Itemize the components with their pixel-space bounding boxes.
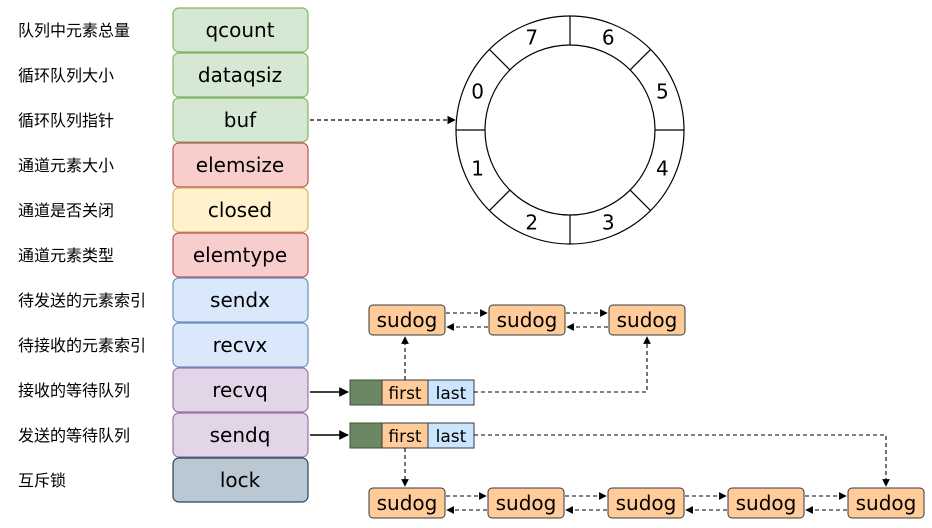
field-label-recvx: 待接收的元素索引 (18, 336, 146, 355)
field-box-dataqsiz (172, 52, 309, 98)
send-sudog-list: sudog sudog sudog sudog sudog (368, 434, 925, 519)
field-box-elemsize (172, 142, 309, 188)
field-row-sendq: 发送的等待队列 sendq (18, 412, 309, 458)
field-label-dataqsiz: 循环队列大小 (18, 66, 114, 85)
field-label-sendq: 发送的等待队列 (18, 426, 130, 445)
field-label-recvq: 接收的等待队列 (18, 381, 130, 400)
field-name-sendx: sendx (210, 288, 270, 312)
field-label-lock: 互斥锁 (18, 471, 66, 490)
field-name-elemsize: elemsize (196, 153, 284, 177)
ring-divider-5 (488, 189, 511, 212)
recvq-wait-queue: first last (310, 379, 475, 406)
svg-text:sudog: sudog (616, 491, 677, 515)
field-name-qcount: qcount (205, 18, 274, 42)
field-row-elemsize: 通道元素大小 elemsize (18, 142, 309, 188)
svg-text:sudog: sudog (617, 308, 678, 332)
struct-fields: 队列中元素总量 qcount 循环队列大小 dataqsiz 循环队列指针 buf 通道元素… (18, 7, 309, 503)
recvq-head-cell (349, 379, 383, 406)
recv-sudog-list: sudog sudog sudog (368, 304, 686, 393)
sendq-first-label: first (388, 427, 422, 447)
ring-segment-label-1: 1 (471, 156, 484, 180)
svg-text:sudog: sudog (496, 491, 557, 515)
svg-text:sudog: sudog (856, 491, 917, 515)
field-label-elemsize: 通道元素大小 (18, 156, 114, 175)
field-name-recvq: recvq (212, 378, 268, 402)
field-box-sendq (172, 412, 309, 458)
field-box-recvq (172, 367, 309, 413)
recvq-last-pointer (474, 336, 651, 393)
ring-segment-label-4: 4 (656, 156, 669, 180)
svg-text:sudog: sudog (736, 491, 797, 515)
sendq-head-cell (349, 422, 383, 449)
recvq-first-cell (381, 379, 429, 406)
recvq-last-label: last (436, 384, 467, 404)
ring-segment-label-5: 5 (656, 80, 669, 104)
send-sudog-2: sudog (487, 487, 565, 519)
send-sudog-1: sudog (368, 487, 446, 519)
field-row-closed: 通道是否关闭 closed (18, 187, 309, 233)
field-box-sendx (172, 277, 309, 323)
field-label-sendx: 待发送的元素索引 (18, 291, 146, 310)
field-name-elemtype: elemtype (193, 243, 287, 267)
ring-segment-label-2: 2 (525, 210, 538, 234)
field-row-qcount: 队列中元素总量 qcount (18, 7, 309, 53)
sendq-last-cell (427, 422, 475, 449)
sendq-last-label: last (436, 427, 467, 447)
svg-text:sudog: sudog (377, 491, 438, 515)
sendq-last-pointer (474, 434, 890, 487)
send-sudog-5: sudog (847, 487, 925, 519)
field-row-sendx: 待发送的元素索引 sendx (18, 277, 309, 323)
field-row-recvx: 待接收的元素索引 recvx (18, 322, 309, 368)
field-row-recvq: 接收的等待队列 recvq (18, 367, 309, 413)
field-name-recvx: recvx (213, 333, 268, 357)
ring-segment-label-6: 6 (602, 26, 615, 50)
ring-segment-label-7: 7 (525, 26, 538, 50)
ring-divider-7 (488, 48, 511, 71)
ring-divider-3 (629, 189, 652, 212)
svg-text:sudog: sudog (377, 308, 438, 332)
field-box-lock (172, 457, 309, 503)
field-box-recvx (172, 322, 309, 368)
field-name-closed: closed (208, 198, 272, 222)
send-sudog-4: sudog (727, 487, 805, 519)
recv-sudog-1: sudog (368, 304, 446, 336)
ring-segment-label-0: 0 (471, 80, 484, 104)
sendq-wait-queue: first last (310, 422, 475, 449)
ring-divider-1 (629, 48, 652, 71)
ring-buffer: 0 1 2 3 4 5 6 7 (455, 15, 685, 245)
svg-text:sudog: sudog (497, 308, 558, 332)
recvq-first-label: first (388, 384, 422, 404)
field-label-buf: 循环队列指针 (18, 111, 114, 130)
field-row-buf: 循环队列指针 buf (18, 97, 309, 143)
field-box-elemtype (172, 232, 309, 278)
field-box-closed (172, 187, 309, 233)
recv-sudog-3: sudog (608, 304, 686, 336)
field-name-buf: buf (224, 108, 257, 132)
field-name-sendq: sendq (210, 423, 271, 447)
ring-inner (484, 44, 656, 216)
recvq-last-cell (427, 379, 475, 406)
send-sudog-3: sudog (607, 487, 685, 519)
field-label-closed: 通道是否关闭 (18, 201, 114, 220)
field-row-lock: 互斥锁 lock (18, 457, 309, 503)
field-row-dataqsiz: 循环队列大小 dataqsiz (18, 52, 309, 98)
field-label-qcount: 队列中元素总量 (18, 21, 130, 40)
field-box-qcount (172, 7, 309, 53)
field-label-elemtype: 通道元素类型 (18, 246, 114, 265)
field-row-elemtype: 通道元素类型 elemtype (18, 232, 309, 278)
field-name-dataqsiz: dataqsiz (198, 63, 282, 87)
recv-sudog-2: sudog (488, 304, 566, 336)
field-name-lock: lock (220, 468, 261, 492)
field-box-buf (172, 97, 309, 143)
ring-segment-label-3: 3 (602, 210, 615, 234)
